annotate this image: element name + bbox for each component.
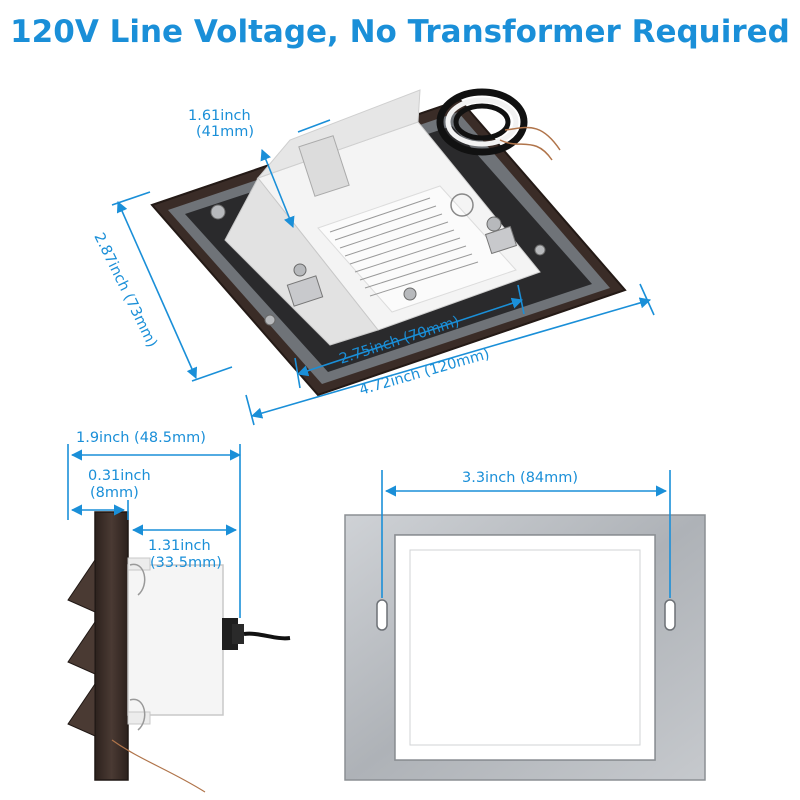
faceplate-mm-label: (8mm)	[90, 485, 139, 501]
bracket-spacing-label: 3.3inch (84mm)	[462, 470, 579, 486]
body-depth-label: 1.31inch	[148, 538, 211, 554]
depth-label: 1.61inch	[188, 108, 251, 124]
faceplate-label: 0.31inch	[88, 468, 151, 484]
step-light-side-view	[67, 511, 291, 793]
body-depth-mm-label: (33.5mm)	[150, 555, 222, 571]
mounting-bracket	[344, 514, 706, 781]
side-total-label: 1.9inch (48.5mm)	[76, 430, 206, 446]
headline: 120V Line Voltage, No Transformer Requir…	[10, 14, 790, 50]
depth-mm-label: (41mm)	[196, 124, 255, 140]
